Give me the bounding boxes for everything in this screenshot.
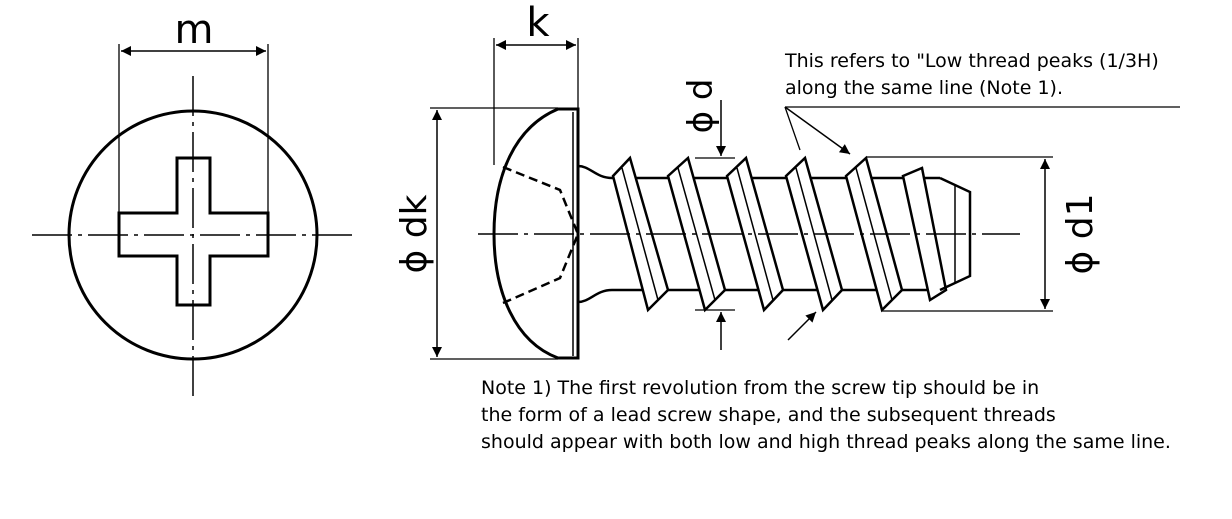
- callout-note: This refers to "Low thread peaks (1/3H) …: [785, 48, 1159, 102]
- callout-line-2: along the same line (Note 1).: [785, 77, 1063, 99]
- footnote: Note 1) The first revolution from the sc…: [481, 375, 1171, 456]
- callout-leader-top: [784, 106, 851, 155]
- dk-label: ϕ dk: [394, 194, 435, 273]
- callout-line-1: This refers to "Low thread peaks (1/3H): [785, 50, 1159, 72]
- screw-side-view: [430, 38, 1180, 360]
- m-label: m: [175, 7, 214, 53]
- footnote-line-1: Note 1) The first revolution from the sc…: [481, 377, 1040, 399]
- thread-crest-6: [901, 166, 948, 303]
- phillips-cross-recess: [117, 156, 270, 307]
- thread-inner-2: [677, 167, 716, 301]
- footnote-line-3: should appear with both low and high thr…: [481, 431, 1171, 453]
- d1-label: ϕ d1: [1060, 194, 1101, 275]
- k-label: k: [526, 0, 550, 46]
- callout-leader-bottom: [784, 106, 801, 151]
- thread-inner-3: [736, 167, 774, 301]
- d-label: ϕ d: [681, 79, 721, 134]
- screw-neck: [577, 164, 613, 304]
- footnote-line-2: the form of a lead screw shape, and the …: [481, 404, 1056, 426]
- callout-leader-lower: [787, 311, 817, 341]
- head-top-view: [32, 44, 356, 398]
